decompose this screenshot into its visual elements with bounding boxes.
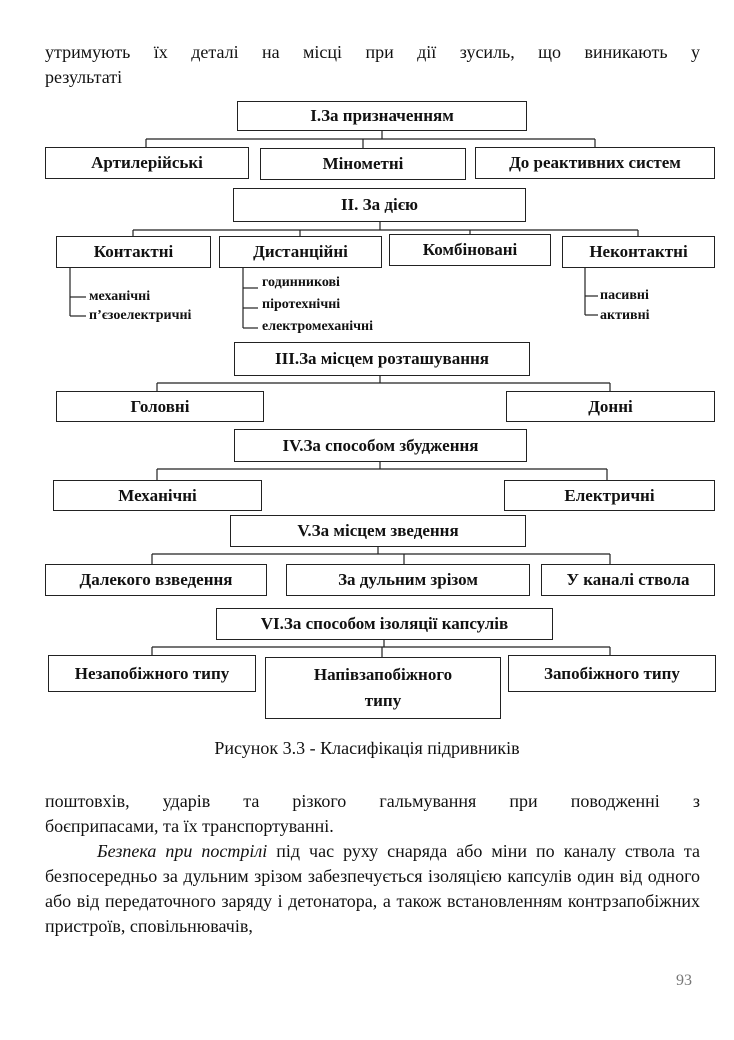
s6-title-box: VI.За способом ізоляції капсулів — [216, 608, 553, 640]
figure-caption: Рисунок 3.3 - Класифікація підривників — [214, 738, 520, 758]
s1-item-label: Мінометні — [322, 154, 404, 173]
distance-sub-clock: годинникові — [262, 275, 340, 290]
s6-title: VI.За способом ізоляції капсулів — [260, 614, 509, 633]
distance-sub-electromech: електромеханічні — [262, 319, 374, 334]
contact-sub-mechanical: механічні — [89, 289, 151, 304]
s6-item-label: Незапобіжного типу — [74, 663, 230, 683]
s2-item-label: Дистанційні — [253, 242, 348, 261]
page-number: 93 — [676, 972, 692, 989]
body-p1-line2: боєприпасами, та їх транспортуванні. — [45, 816, 334, 836]
distance-sub-pyro: піротехнічні — [262, 297, 341, 312]
s2-title: II. За дією — [340, 195, 419, 214]
s5-item-label: У каналі ствола — [566, 570, 690, 589]
noncontact-sub-active: активні — [600, 308, 650, 323]
s1-item-label: Артилерійські — [91, 153, 203, 172]
s4-item-label: Електричні — [564, 485, 655, 505]
s2-title-box: II. За дією — [233, 188, 526, 222]
noncontact-sub-passive: пасивні — [600, 288, 649, 303]
top-paragraph-line2: результаті — [45, 67, 123, 87]
s1-title: I.За призначенням — [310, 106, 454, 125]
s2-item-combined: Комбіновані — [389, 234, 551, 266]
s1-title-box: I.За призначенням — [237, 101, 527, 131]
body-p2-rest: під час руху снаряда або міни по каналу … — [45, 841, 700, 936]
s3-item-head: Головні — [56, 391, 264, 422]
s6-item-label: Напівзапобіжного типу — [313, 665, 453, 710]
s2-item-distance: Дистанційні — [219, 236, 382, 268]
s6-item-semisafe: Напівзапобіжного типу — [265, 657, 501, 719]
s6-item-label: Запобіжного типу — [544, 663, 680, 683]
contact-sub-piezo: п’єзоелектричні — [89, 308, 192, 323]
s1-item-artillery: Артилерійські — [45, 147, 249, 179]
s2-item-contact: Контактні — [56, 236, 211, 268]
body-p1-line1: поштовхів, ударів та різкого гальмування… — [45, 791, 700, 811]
s2-item-label: Неконтактні — [589, 242, 688, 261]
s2-item-label: Контактні — [93, 242, 174, 261]
top-paragraph: утримують їх деталі на місці при дії зус… — [45, 40, 700, 90]
s6-item-safe: Запобіжного типу — [508, 655, 716, 692]
body-p2-italic: Безпека при пострілі — [97, 841, 268, 861]
s3-item-label: Головні — [130, 396, 190, 416]
s4-item-mechanical: Механічні — [53, 480, 262, 511]
s4-title-box: IV.За способом збудження — [234, 429, 527, 462]
s5-title: V.За місцем зведення — [297, 521, 459, 540]
s4-title: IV.За способом збудження — [282, 435, 479, 455]
s1-item-mortar: Мінометні — [260, 148, 466, 180]
s3-title-box: III.За місцем розташування — [234, 342, 530, 376]
s1-item-rocket: До реактивних систем — [475, 147, 715, 179]
top-paragraph-line1: утримують їх деталі на місці при дії зус… — [45, 42, 700, 62]
s6-item-nonsafe: Незапобіжного типу — [48, 655, 256, 692]
s5-item-muzzle: За дульним зрізом — [286, 564, 530, 596]
s5-title-box: V.За місцем зведення — [230, 515, 526, 547]
s2-item-noncontact: Неконтактні — [562, 236, 715, 268]
s1-item-label: До реактивних систем — [509, 153, 681, 172]
s3-title: III.За місцем розташування — [274, 349, 489, 368]
s5-item-far: Далекого взведення — [45, 564, 267, 596]
s5-item-label: За дульним зрізом — [338, 570, 478, 589]
s4-item-electrical: Електричні — [504, 480, 715, 511]
s3-item-base: Донні — [506, 391, 715, 422]
s4-item-label: Механічні — [118, 485, 197, 505]
s5-item-barrel: У каналі ствола — [541, 564, 715, 596]
body-paragraph-2: Безпека при пострілі під час руху снаряд… — [45, 839, 700, 939]
body-paragraph-1: поштовхів, ударів та різкого гальмування… — [45, 789, 700, 839]
s2-item-label: Комбіновані — [422, 240, 518, 259]
s5-item-label: Далекого взведення — [79, 570, 233, 589]
s3-item-label: Донні — [588, 396, 633, 416]
